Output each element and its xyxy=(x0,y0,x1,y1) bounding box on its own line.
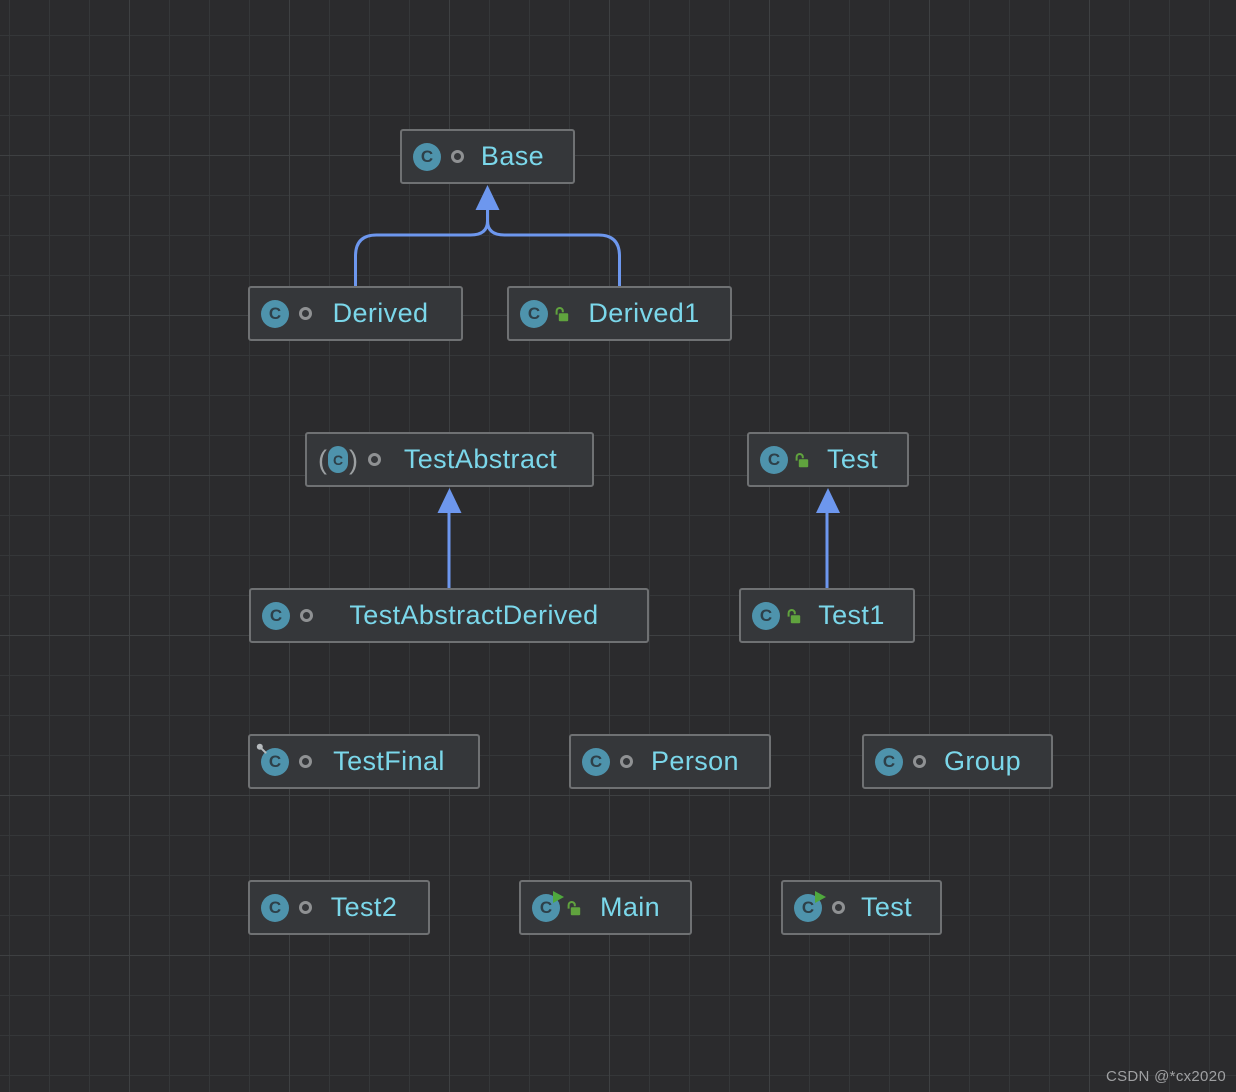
final-class-icon: C xyxy=(256,743,289,776)
class-name-label: Group xyxy=(943,746,1022,776)
package-private-icon xyxy=(913,755,926,768)
abstract-class-icon: (C) xyxy=(318,444,358,475)
class-name-label: Derived1 xyxy=(588,298,700,328)
runnable-class-icon: C xyxy=(532,890,564,922)
class-node-test1[interactable]: C Test1 xyxy=(739,588,915,643)
class-name-label: Derived xyxy=(332,298,429,328)
final-pin-icon xyxy=(256,743,267,754)
package-private-icon xyxy=(300,609,313,622)
watermark: CSDN @*cx2020 xyxy=(1105,1068,1226,1085)
class-name-label: Person xyxy=(651,746,739,776)
class-node-group[interactable]: C Group xyxy=(862,734,1053,789)
inheritance-arrowhead-base xyxy=(475,185,500,210)
class-name-label: Test xyxy=(826,444,879,474)
class-name-label: TestAbstractDerived xyxy=(349,600,599,630)
class-name-label: Test1 xyxy=(818,600,885,630)
public-unlocked-lock-icon xyxy=(553,305,570,322)
class-icon: C xyxy=(261,299,289,328)
class-node-derived[interactable]: C Derived xyxy=(248,286,463,341)
package-private-icon xyxy=(299,901,312,914)
class-icon: C xyxy=(413,142,441,171)
public-unlocked-lock-icon xyxy=(793,451,810,468)
package-private-icon xyxy=(299,755,312,768)
package-private-icon xyxy=(451,150,464,163)
class-icon: C xyxy=(262,601,290,630)
runnable-class-icon: C xyxy=(794,890,826,922)
inheritance-arrowhead-testabstract xyxy=(437,488,462,513)
class-name-label: Base xyxy=(480,141,545,171)
public-unlocked-lock-icon xyxy=(565,899,582,916)
class-node-base[interactable]: C Base xyxy=(400,129,575,184)
class-node-derived1[interactable]: C Derived1 xyxy=(507,286,732,341)
class-node-main[interactable]: C Main xyxy=(519,880,692,935)
class-name-label: TestFinal xyxy=(333,746,445,776)
inheritance-arrowhead-test xyxy=(816,488,840,513)
class-node-testfinal[interactable]: C TestFinal xyxy=(248,734,480,789)
inheritance-edge-derived-base xyxy=(354,210,489,286)
class-node-test2[interactable]: C Test2 xyxy=(248,880,430,935)
package-private-icon xyxy=(299,307,312,320)
package-private-icon xyxy=(368,453,381,466)
run-arrow-icon xyxy=(553,890,564,903)
class-icon: C xyxy=(752,601,780,630)
package-private-icon xyxy=(620,755,633,768)
class-icon: C xyxy=(875,747,903,776)
inheritance-edge-derived1-base xyxy=(486,210,621,286)
class-node-person[interactable]: C Person xyxy=(569,734,771,789)
class-name-label: Test xyxy=(860,892,913,922)
class-name-label: TestAbstract xyxy=(403,444,558,474)
class-icon: C xyxy=(261,893,289,922)
run-arrow-icon xyxy=(815,890,826,903)
class-name-label: Test2 xyxy=(330,892,398,922)
class-node-testrunnable[interactable]: C Test xyxy=(781,880,942,935)
public-unlocked-lock-icon xyxy=(785,607,802,624)
class-node-test[interactable]: C Test xyxy=(747,432,909,487)
class-name-label: Main xyxy=(599,892,661,922)
class-icon: C xyxy=(520,299,548,328)
class-node-testabstract[interactable]: (C) TestAbstract xyxy=(305,432,594,487)
package-private-icon xyxy=(832,901,845,914)
class-icon: C xyxy=(760,445,788,474)
class-icon: C xyxy=(582,747,610,776)
class-node-testabstractderived[interactable]: C TestAbstractDerived xyxy=(249,588,649,643)
